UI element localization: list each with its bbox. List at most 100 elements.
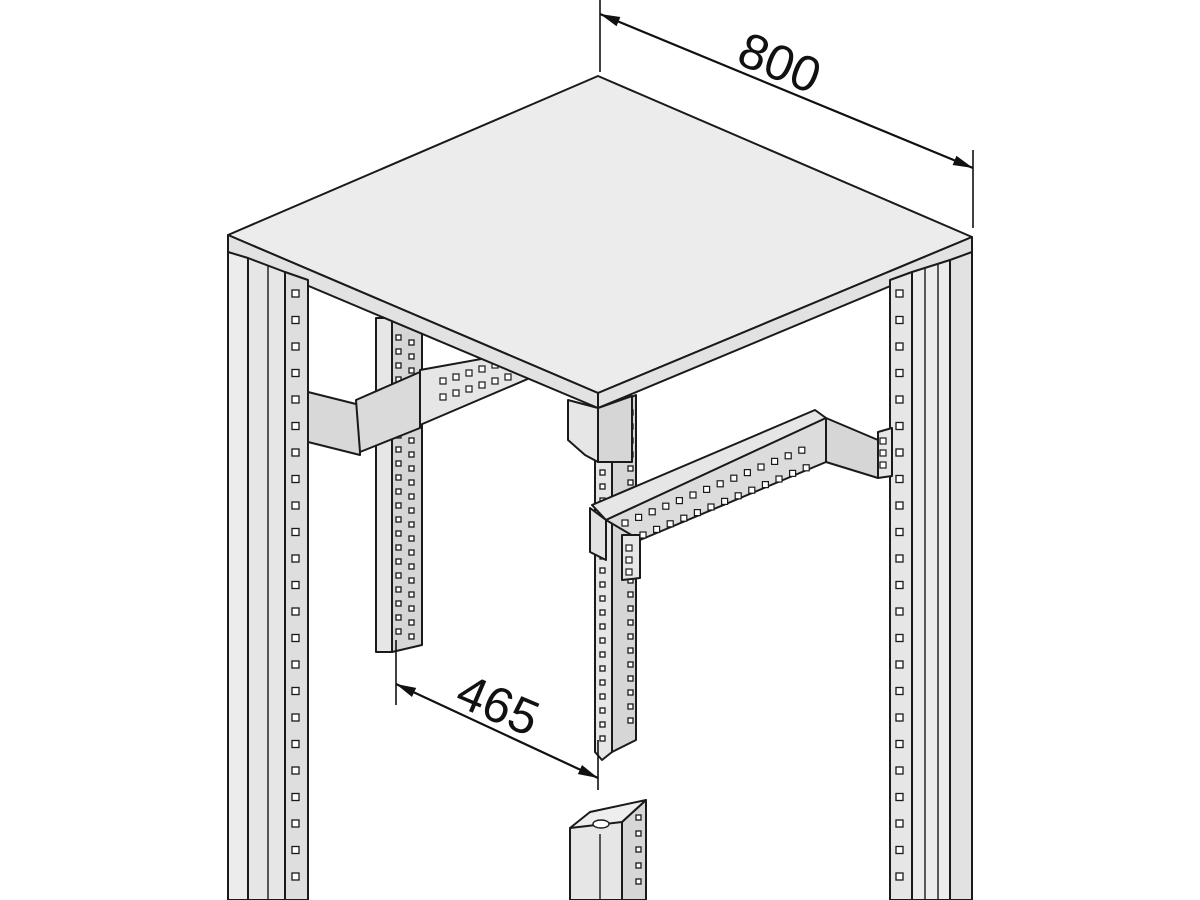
mounting-hole [627,703,634,710]
mounting-hole [395,628,402,635]
mounting-hole [757,463,765,471]
mounting-hole [693,509,702,517]
mounting-hole [666,520,674,528]
mounting-hole [408,535,415,542]
mounting-hole [627,479,634,486]
mounting-hole [895,819,904,828]
mounting-hole [639,531,647,539]
mounting-hole [408,549,415,556]
mounting-hole [895,315,904,325]
upright-left [227,251,309,900]
mounting-hole [599,693,606,700]
mounting-hole [408,479,415,486]
mounting-hole [895,713,904,722]
mounting-hole [291,395,300,404]
mounting-hole [291,633,300,643]
mounting-hole [879,437,887,445]
mounting-hole [395,586,402,593]
mounting-hole [291,289,300,298]
mounting-hole [291,792,300,802]
mounting-hole [627,717,634,724]
mounting-hole [761,481,770,489]
mounting-hole [895,448,904,457]
mounting-hole [627,633,634,640]
mounting-hole [895,766,904,775]
mounting-hole [408,493,415,500]
mounting-hole [652,525,661,534]
mounting-hole [895,289,904,298]
mounting-hole [395,544,402,551]
mounting-hole [599,609,606,616]
mounting-hole [395,488,402,495]
mounting-hole [395,474,402,481]
mounting-hole [599,735,606,742]
mounting-hole [599,623,606,630]
mounting-hole [395,502,402,509]
mounting-hole [599,679,606,686]
mounting-hole [627,661,634,668]
mounting-hole [895,686,904,696]
mounting-hole [621,519,629,527]
mounting-hole [599,707,606,714]
mounting-hole [291,872,300,881]
mounting-hole [895,607,904,616]
mounting-hole [599,483,606,490]
mounting-hole [895,633,904,643]
mounting-hole [707,503,715,511]
rear-rail-left [375,317,423,653]
mounting-hole [395,362,402,369]
mounting-hole [452,389,460,397]
mounting-hole [635,878,642,885]
mounting-hole [599,665,606,672]
bracket-front-right [589,409,893,581]
mounting-hole [491,377,499,385]
mounting-hole [895,872,904,881]
loose-rail-profile [569,799,647,900]
mounting-hole [635,814,642,821]
mounting-hole [599,651,606,658]
mounting-hole [879,449,887,457]
mounting-hole [784,452,792,460]
mounting-hole [788,469,797,477]
mounting-hole [395,572,402,579]
mounting-hole [291,342,300,351]
mounting-hole [291,739,300,749]
mounting-hole [625,556,633,564]
mounting-hole [291,607,300,616]
mounting-hole [395,530,402,537]
mounting-hole [291,713,300,722]
mounting-hole [627,647,634,654]
mounting-hole [291,686,300,696]
mounting-hole [291,660,300,669]
mounting-hole [702,485,711,493]
mounting-hole [798,446,806,454]
mounting-hole [395,558,402,565]
mounting-hole [895,527,904,537]
dimension-label-800: 800 [730,21,828,104]
mounting-hole [770,457,779,465]
mounting-hole [291,421,300,431]
mounting-hole [627,689,634,696]
mounting-hole [599,469,606,476]
mounting-hole [599,595,606,602]
mounting-hole [879,461,887,469]
mounting-hole [408,451,415,458]
mounting-hole [395,600,402,607]
mounting-hole [291,845,300,855]
mounting-hole [395,614,402,621]
mounting-hole [408,507,415,514]
mounting-hole [291,368,300,378]
mounting-hole [720,497,729,505]
mounting-hole [408,353,415,360]
mounting-hole [408,577,415,584]
mounting-hole [675,497,684,505]
mounting-hole [291,315,300,325]
mounting-hole [635,862,642,869]
mounting-hole [895,792,904,802]
mounting-hole [439,377,447,385]
mounting-hole [627,591,634,598]
mounting-hole [648,508,656,516]
mounting-hole [291,554,300,563]
mounting-hole [291,527,300,537]
